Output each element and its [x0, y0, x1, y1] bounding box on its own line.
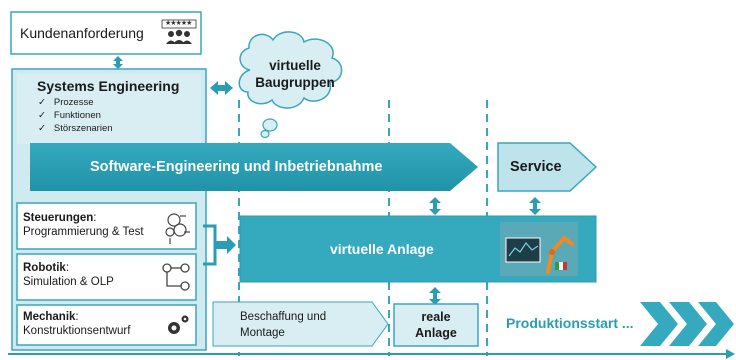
robotics-subtitle: Simulation & OLP	[23, 276, 114, 288]
function-label: Funktionen	[53, 110, 101, 121]
service-plant-double-arrow	[529, 197, 541, 215]
virtual-plant-image-flag-red	[563, 262, 567, 270]
controls-title-line: Steuerungen:	[23, 212, 97, 224]
process-item: ✓ Prozesse	[38, 97, 94, 108]
real-plant-box	[393, 303, 479, 347]
se-cloud-double-arrow	[210, 81, 233, 95]
service-arrow	[497, 142, 598, 192]
software-engineering-label: Software-Engineering und Inbetriebnahme	[90, 159, 383, 175]
timeline-arrowhead	[726, 349, 735, 359]
cloud-bubble-large	[262, 118, 278, 132]
failure-scenario-label: Störszenarien	[53, 123, 113, 134]
robotics-label: Robotik: Simulation & OLP	[23, 261, 114, 289]
function-item: ✓ Funktionen	[38, 110, 101, 121]
plant-real-double-arrow	[429, 287, 441, 305]
route-icon	[162, 263, 190, 291]
production-start-label: Produktionsstart ...	[506, 315, 634, 331]
virtual-assemblies-line1: virtuelle	[269, 58, 321, 73]
systems-engineering-title: Systems Engineering	[37, 78, 180, 94]
virtual-plant-image-monitor	[505, 237, 541, 263]
cloud-bubble-small	[260, 129, 270, 139]
mechanics-subtitle: Konstruktionsentwurf	[23, 325, 131, 337]
process-label: Prozesse	[53, 97, 94, 108]
systems-engineering-list: ✓ Prozesse ✓ Funktionen ✓ Störszenarien	[38, 96, 113, 135]
robotics-box	[16, 253, 197, 301]
controls-label: Steuerungen: Programmierung & Test	[23, 211, 144, 239]
virtual-plant-label: virtuelle Anlage	[330, 241, 434, 257]
virtual-assemblies-label: virtuelle Baugruppen	[252, 57, 338, 91]
systems-engineering-inner	[17, 74, 201, 144]
virtual-plant-image-robot-arm	[546, 235, 574, 274]
production-chevron-1	[640, 302, 678, 346]
virtual-assemblies-line2: Baugruppen	[255, 75, 335, 90]
software-engineering-arrow	[30, 143, 478, 191]
procurement-label: Beschaffung und Montage	[240, 309, 326, 341]
mechanics-box	[16, 304, 197, 346]
controls-title: Steuerungen	[23, 212, 94, 224]
procurement-arrow	[212, 301, 389, 347]
gears-icon	[168, 315, 189, 334]
failure-scenario-item: ✓ Störszenarien	[38, 123, 113, 134]
procurement-line2: Montage	[240, 327, 285, 339]
customer-group-icon	[161, 19, 197, 44]
real-plant-line2: Anlage	[415, 326, 457, 340]
controls-subtitle: Programmierung & Test	[23, 226, 144, 238]
mechanics-title-line: Mechanik:	[23, 311, 79, 323]
robotics-title: Robotik	[23, 262, 66, 274]
real-plant-line1: reale	[421, 310, 451, 324]
circuit-brain-icon	[165, 213, 190, 244]
virtual-plant-image-robot-joint	[549, 249, 555, 255]
se-plant-double-arrow	[429, 197, 441, 215]
production-chevron-2	[669, 302, 707, 346]
mechanics-label: Mechanik: Konstruktionsentwurf	[23, 310, 130, 338]
procurement-line1: Beschaffung und	[240, 311, 327, 323]
rating-stars: ★★★★★	[165, 20, 192, 27]
mechanics-title: Mechanik	[23, 311, 76, 323]
robotics-title-line: Robotik:	[23, 262, 70, 274]
service-label: Service	[510, 159, 562, 175]
production-chevron-3	[698, 302, 734, 346]
real-plant-label: reale Anlage	[394, 309, 478, 341]
customer-requirement-label: Kundenanforderung	[20, 25, 144, 41]
virtual-plant-image-flag-white	[559, 262, 563, 270]
controls-box	[16, 202, 197, 250]
bracket-arrow	[215, 236, 236, 254]
virtual-plant-image-graph	[508, 242, 539, 257]
virtual-plant-image-flag-green	[555, 262, 559, 270]
customer-to-se-arrow	[113, 56, 123, 69]
virtual-assemblies-cloud	[238, 31, 343, 109]
